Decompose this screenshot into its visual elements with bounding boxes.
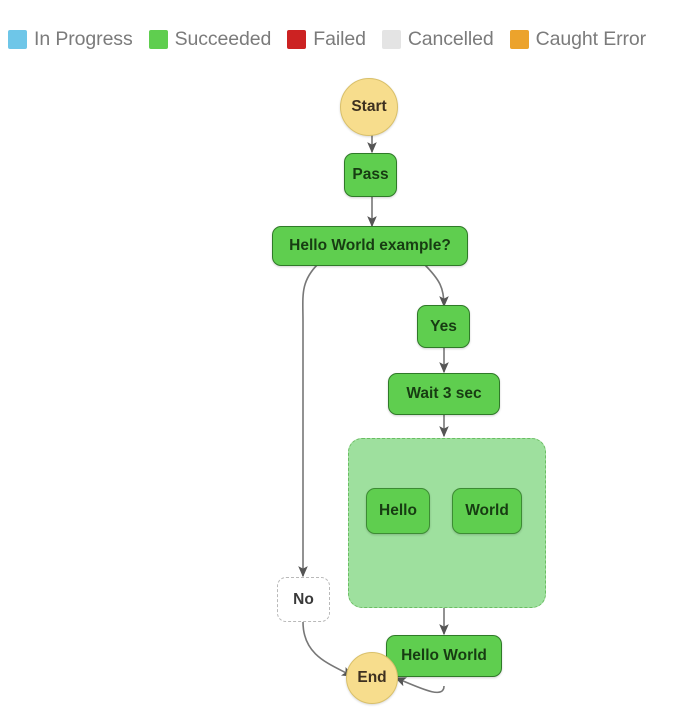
node-label: Wait 3 sec — [406, 385, 482, 402]
legend-item-caught-error: Caught Error — [509, 27, 647, 51]
cancelled-swatch-icon — [381, 29, 401, 49]
node-world[interactable]: World — [452, 488, 522, 534]
legend-label: Succeeded — [174, 27, 272, 50]
edge-choice-to-no — [298, 263, 319, 578]
caught-error-swatch-icon — [509, 29, 529, 49]
edge-hello-world-to-end — [394, 677, 445, 694]
legend-label: In Progress — [34, 27, 133, 50]
node-label: End — [357, 669, 387, 686]
legend-item-cancelled: Cancelled — [381, 27, 494, 51]
node-label: Pass — [352, 166, 389, 183]
node-label: Start — [351, 98, 387, 115]
succeeded-swatch-icon — [148, 29, 168, 49]
node-hello-world[interactable]: Hello World — [386, 635, 502, 677]
failed-swatch-icon — [287, 29, 307, 49]
edge-no-to-end — [302, 621, 354, 677]
node-label: Hello — [379, 502, 417, 519]
node-start[interactable]: Start — [340, 78, 398, 136]
node-label: No — [293, 590, 314, 608]
status-legend: In Progress Succeeded Failed Cancelled C… — [8, 24, 662, 54]
edge-choice-to-yes — [423, 263, 449, 308]
legend-item-in-progress: In Progress — [8, 28, 133, 51]
legend-item-succeeded: Succeeded — [148, 27, 272, 51]
node-label: Hello World example? — [289, 237, 451, 254]
node-label: Hello World — [401, 647, 487, 664]
node-choice-hello-world-example[interactable]: Hello World example? — [272, 226, 468, 266]
node-wait-3-sec[interactable]: Wait 3 sec — [388, 373, 500, 415]
state-machine-graph[interactable]: Start Pass Hello World example? Yes Wait… — [0, 56, 700, 722]
node-end[interactable]: End — [346, 652, 398, 704]
node-yes[interactable]: Yes — [417, 305, 470, 348]
legend-item-failed: Failed — [287, 28, 366, 51]
legend-label: Cancelled — [407, 27, 494, 50]
node-hello[interactable]: Hello — [366, 488, 430, 534]
node-pass[interactable]: Pass — [344, 153, 397, 197]
in-progress-swatch-icon — [8, 29, 27, 49]
legend-label: Failed — [313, 27, 366, 50]
legend-label: Caught Error — [535, 27, 647, 50]
node-label: Yes — [430, 317, 457, 335]
node-no[interactable]: No — [277, 577, 330, 622]
node-label: World — [465, 502, 509, 519]
